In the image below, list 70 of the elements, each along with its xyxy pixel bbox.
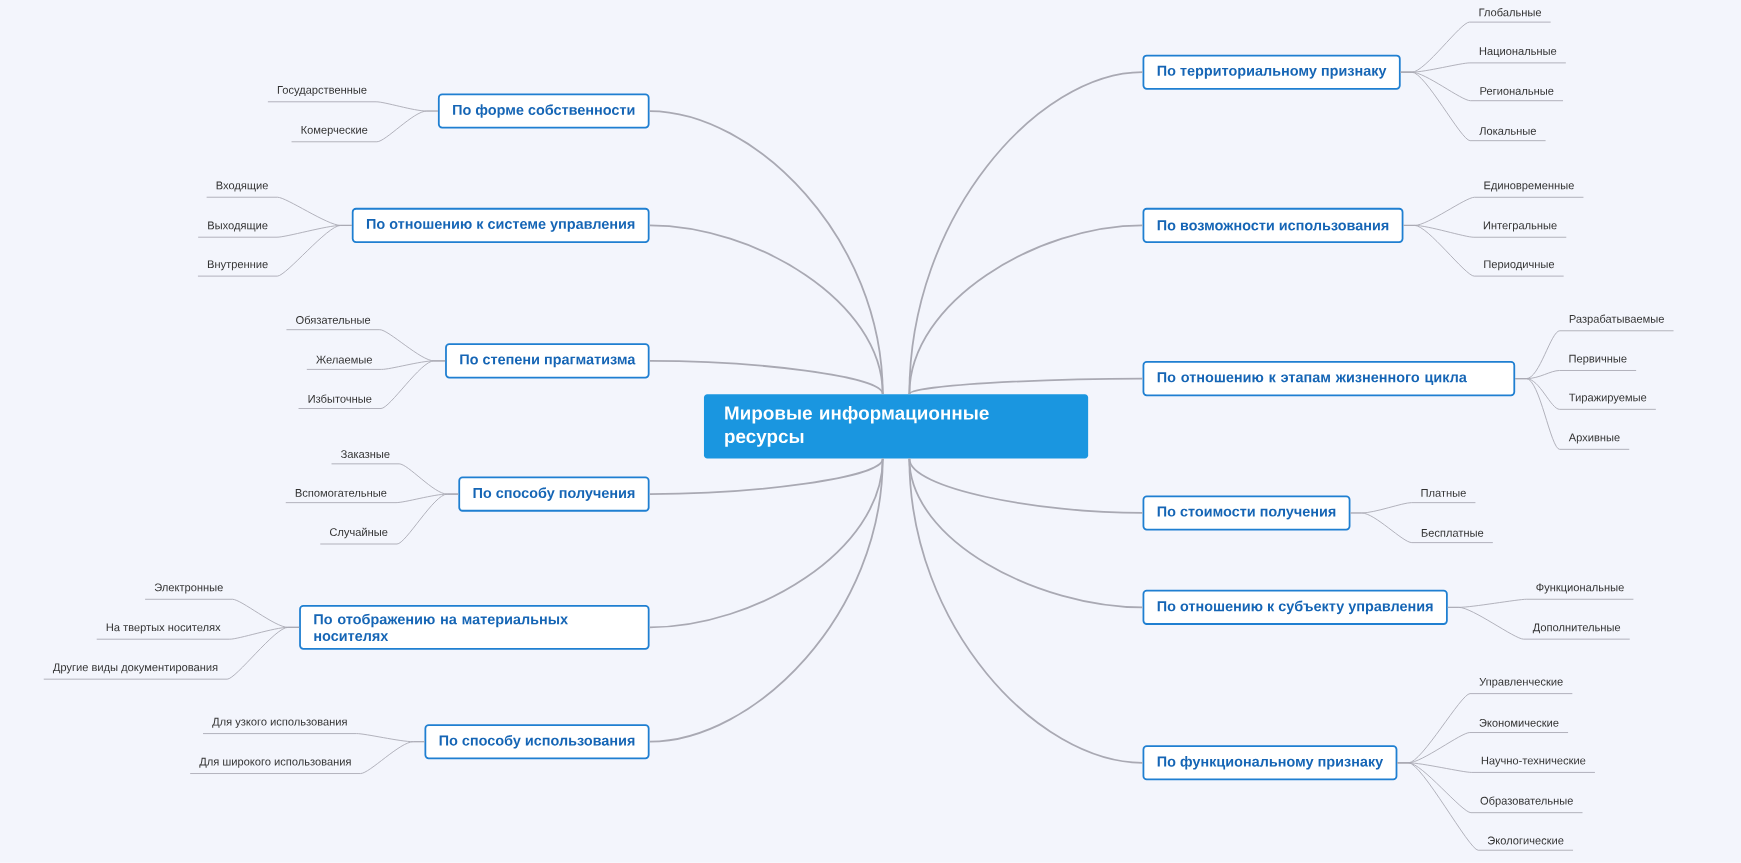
leaf-connector bbox=[43, 627, 300, 680]
topic-box: По степени прагматизма bbox=[445, 343, 650, 379]
subtopic-label: Избыточные bbox=[308, 394, 372, 403]
leaf-connector bbox=[1400, 71, 1547, 142]
branch-connector bbox=[908, 458, 1144, 514]
subtopic-label: Региональные bbox=[1480, 87, 1554, 96]
subtopic-label: Электронные bbox=[154, 583, 223, 594]
leaf-connector bbox=[1514, 378, 1630, 450]
topic-box: По способу получения bbox=[458, 476, 650, 512]
subtopic-label: Разрабатываемые bbox=[1569, 314, 1664, 326]
leaf-connector bbox=[197, 225, 353, 277]
subtopic-label: Платные bbox=[1421, 489, 1466, 497]
leaf-connector bbox=[1350, 512, 1494, 544]
branch-connector bbox=[648, 458, 884, 496]
topic-box: По отношению к системе управления bbox=[351, 208, 650, 244]
subtopic-label: Обязательные bbox=[296, 315, 371, 325]
topic-box: По отображению на материальных носителях bbox=[299, 605, 650, 650]
subtopic-label: Входящие bbox=[216, 181, 268, 192]
branch-connector bbox=[648, 224, 884, 395]
subtopic-label: Единовременные bbox=[1484, 181, 1574, 192]
branch-connector bbox=[908, 224, 1144, 395]
subtopic-label: Комерческие bbox=[301, 126, 368, 137]
subtopic-label: Экологические bbox=[1487, 836, 1564, 845]
topic-box: По отношению к этапам жизненного цикла bbox=[1142, 361, 1516, 397]
subtopic-label: Национальные bbox=[1479, 47, 1557, 58]
subtopic-label: Бесплатные bbox=[1421, 529, 1484, 537]
subtopic-label: Для широкого использования bbox=[199, 757, 351, 768]
leaf-connector bbox=[298, 360, 446, 410]
leaf-connector bbox=[291, 110, 439, 143]
subtopic-label: Выходящие bbox=[208, 221, 268, 232]
branch-connector bbox=[648, 458, 884, 743]
branch-connector bbox=[908, 458, 1144, 764]
subtopic-label: Тиражируемые bbox=[1569, 393, 1647, 404]
subtopic-label: Архивные bbox=[1568, 433, 1620, 444]
topic-box: По стоимости получения bbox=[1142, 495, 1351, 531]
branch-connector bbox=[648, 360, 884, 395]
leaf-connector bbox=[189, 741, 425, 775]
subtopic-label: Научно-технические bbox=[1481, 756, 1586, 767]
subtopic-label: Дополнительные bbox=[1532, 623, 1621, 634]
subtopic-label: Внутренние bbox=[207, 260, 268, 271]
subtopic-label: Государственные bbox=[277, 86, 367, 97]
leaf-connector bbox=[319, 493, 459, 545]
topic-box: По территориальному признаку bbox=[1142, 54, 1401, 90]
topic-box: По способу использования bbox=[424, 724, 650, 760]
subtopic-label: Первичные bbox=[1569, 354, 1627, 365]
central-topic-box: Мировые информационные ресурсы bbox=[703, 394, 1089, 459]
subtopic-label: Управленческие bbox=[1479, 678, 1563, 688]
subtopic-label: Периодичные bbox=[1484, 260, 1555, 271]
leaf-connector bbox=[1403, 225, 1565, 277]
subtopic-label: Функциональные bbox=[1536, 583, 1624, 594]
subtopic-label: Другие виды документирования bbox=[52, 663, 218, 674]
subtopic-label: Образовательные bbox=[1480, 796, 1573, 807]
subtopic-label: Локальные bbox=[1479, 127, 1536, 136]
topic-box: По отношению к субъекту управления bbox=[1142, 589, 1448, 626]
topic-box: По форме собственности bbox=[437, 93, 650, 129]
subtopic-label: Интегральные bbox=[1483, 221, 1557, 232]
branch-connector bbox=[908, 377, 1144, 395]
leaf-connector bbox=[1396, 762, 1574, 851]
subtopic-label: Желаемые bbox=[316, 356, 372, 364]
subtopic-label: На твертых носителях bbox=[106, 623, 221, 634]
subtopic-label: Для узкого использования bbox=[212, 718, 347, 728]
subtopic-label: Случайные bbox=[329, 527, 388, 539]
subtopic-label: Глобальные bbox=[1479, 8, 1542, 17]
topic-box: По возможности использования bbox=[1142, 208, 1404, 244]
subtopic-label: Экономические bbox=[1479, 719, 1559, 727]
leaf-connector bbox=[1447, 607, 1631, 640]
subtopic-label: Заказные bbox=[340, 450, 390, 459]
subtopic-label: Вспомогательные bbox=[295, 489, 387, 497]
branch-connector bbox=[908, 71, 1144, 395]
topic-box: По функциональному признаку bbox=[1142, 745, 1398, 781]
